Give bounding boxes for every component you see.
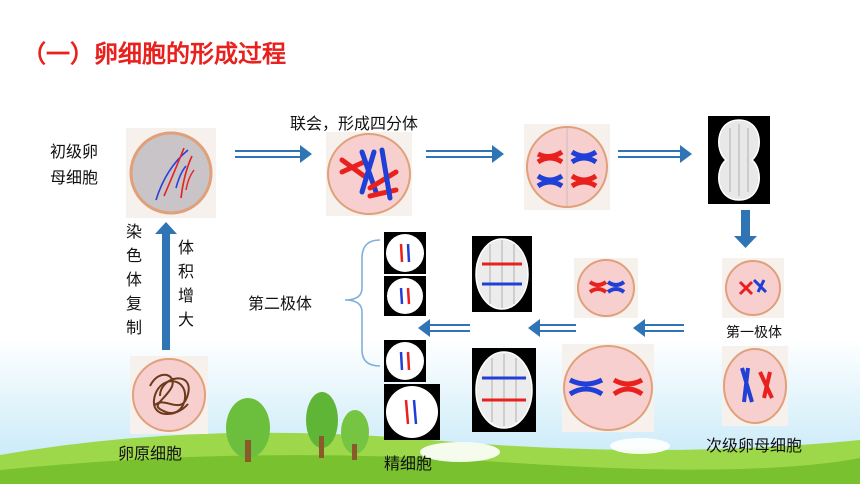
anaphase-one-cell-image [708,116,770,204]
polar-body-metaphase-image [574,258,638,318]
oogonium-image [130,356,208,434]
bracket [344,239,381,367]
second-polar-body-3 [384,340,426,382]
secondary-oocyte-label: 次级卵母细胞 [706,436,803,455]
page-title: （一）卵细胞的形成过程 [22,40,286,68]
second-polar-body-2 [384,276,426,316]
metaphase-one-cell-image [524,124,610,210]
second-polar-body-1 [384,232,426,274]
volume-increase-label: 体积增大 [178,238,195,329]
primary-oocyte-label-2: 母细胞 [50,168,99,187]
egg-cell-label: 精细胞 [384,454,433,473]
tetrad-cell-image [326,132,412,216]
polar-body-anaphase-image [472,236,532,312]
arrow-3 [618,150,680,158]
primary-oocyte-label-1: 初级卵 [50,142,99,161]
arrow-6 [430,324,470,332]
oocyte-anaphase-two-image [472,348,536,432]
arrow-5 [540,324,576,332]
synapsis-label: 联会，形成四分体 [290,114,419,133]
oocyte-metaphase-two-image [562,344,654,432]
primary-oocyte-image [126,128,216,218]
first-polar-body-image [722,258,784,318]
secondary-oocyte-image [722,346,788,426]
chromosome-replication-label: 染色体复制 [126,222,143,337]
arrow-2 [426,150,492,158]
arrow-1 [235,150,300,158]
egg-cell-image [384,384,440,440]
oogonium-label: 卵原细胞 [118,444,183,463]
first-polar-body-label: 第一极体 [726,325,782,341]
second-polar-body-label: 第二极体 [248,294,313,313]
arrow-4 [645,324,684,332]
